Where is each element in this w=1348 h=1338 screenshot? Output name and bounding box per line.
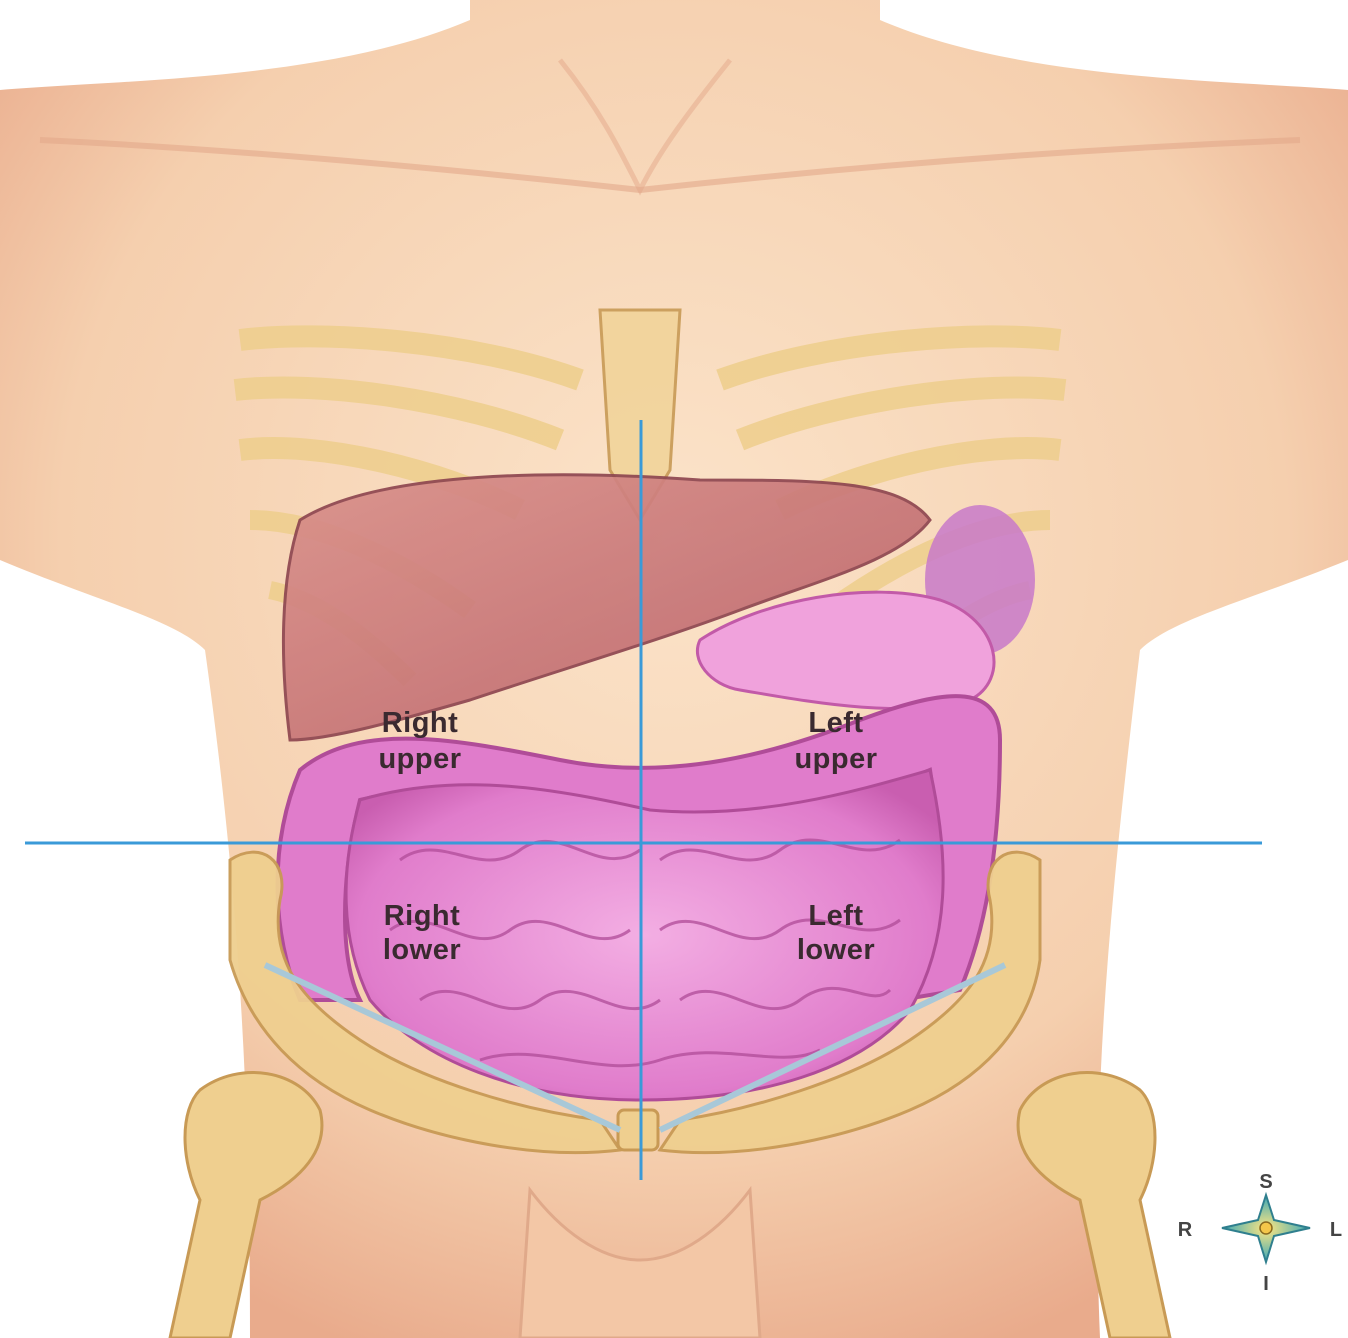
- compass-superior: S: [1259, 1171, 1272, 1193]
- right-upper-line1: Right: [382, 707, 459, 739]
- right-lower-line2: lower: [383, 934, 461, 966]
- left-upper-line2: upper: [794, 743, 877, 775]
- compass-rose: S I R L: [1178, 1171, 1342, 1295]
- compass-left: L: [1330, 1219, 1342, 1241]
- left-lower-line2: lower: [797, 934, 875, 966]
- left-lower-line1: Left: [808, 900, 863, 932]
- left-upper-line1: Left: [808, 707, 863, 739]
- compass-inferior: I: [1263, 1273, 1269, 1295]
- right-upper-line2: upper: [378, 743, 461, 775]
- compass-right: R: [1178, 1219, 1193, 1241]
- right-lower-line1: Right: [384, 900, 461, 932]
